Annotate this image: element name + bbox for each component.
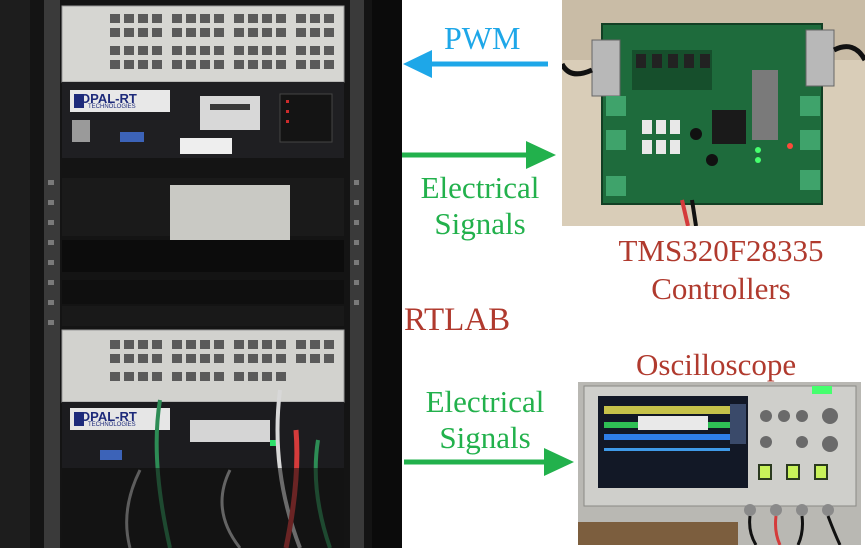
controller-board-photo — [562, 0, 865, 226]
oscilloscope-photo — [578, 382, 861, 545]
signals-top-arrow — [402, 141, 556, 169]
signals-bottom-label: Electrical Signals — [410, 384, 560, 456]
oscilloscope-drawing — [578, 382, 861, 545]
rtlab-rack-photo: OPAL-RT TECHNOLOGIES OPAL-RT TECHNOLOGIE… — [0, 0, 402, 548]
rtlab-label: RTLAB — [404, 302, 511, 338]
bottom-unit-brand: OPAL-RT — [80, 409, 137, 424]
top-unit-sub: TECHNOLOGIES — [88, 104, 136, 110]
controller-line2: Controllers — [651, 271, 791, 306]
oscilloscope-label: Oscilloscope — [636, 347, 797, 382]
signals-top-line2: Signals — [434, 206, 526, 241]
pwm-label: PWM — [444, 20, 521, 56]
controller-board-drawing — [562, 0, 865, 226]
controller-label: TMS320F28335 Controllers — [580, 232, 862, 308]
top-unit-brand: OPAL-RT — [80, 91, 137, 106]
signals-top-label: Electrical Signals — [405, 170, 555, 242]
signals-top-line1: Electrical — [420, 170, 540, 205]
controller-line1: TMS320F28335 — [618, 233, 824, 268]
bottom-unit-sub: TECHNOLOGIES — [88, 422, 136, 428]
signals-bottom-line2: Signals — [439, 420, 531, 455]
rack-drawing — [0, 0, 402, 548]
signals-bottom-line1: Electrical — [425, 384, 545, 419]
